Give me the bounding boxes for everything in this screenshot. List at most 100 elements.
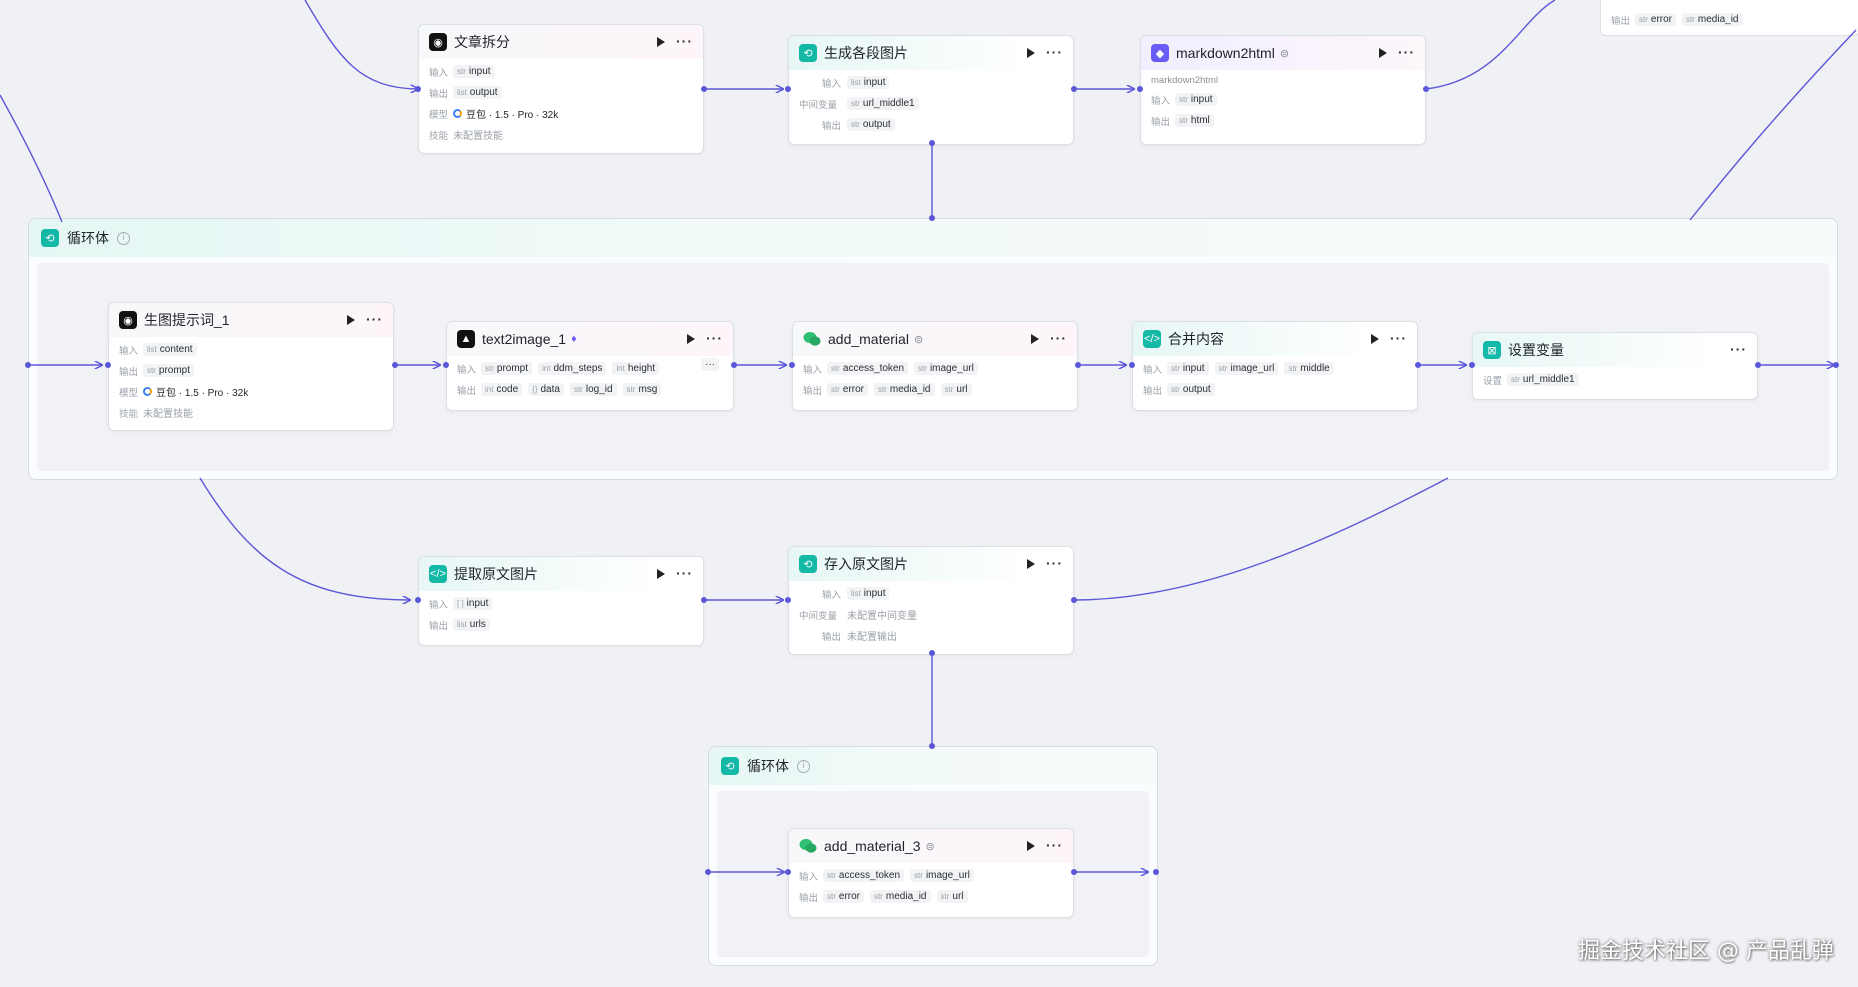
node-port[interactable] <box>785 86 791 92</box>
output-label: 输出 <box>821 120 841 132</box>
node-port[interactable] <box>415 597 421 603</box>
more-icon[interactable]: ··· <box>706 330 723 347</box>
plugin-badge-icon: ⊜ <box>925 840 935 853</box>
run-icon[interactable] <box>1379 48 1387 58</box>
model-label: 模型 <box>119 387 139 399</box>
wechat-icon <box>803 330 821 348</box>
node-port[interactable] <box>1833 362 1839 368</box>
set-label: 设置 <box>1483 375 1503 387</box>
node-port[interactable] <box>789 362 795 368</box>
node-port[interactable] <box>1423 86 1429 92</box>
more-icon[interactable]: ··· <box>1398 44 1415 61</box>
output-label: 输出 <box>1143 385 1163 397</box>
more-icon[interactable]: ··· <box>1046 555 1063 572</box>
node-port[interactable] <box>701 597 707 603</box>
more-icon[interactable]: ··· <box>1390 330 1407 347</box>
more-icon[interactable]: ··· <box>1050 330 1067 347</box>
node-port[interactable] <box>1755 362 1761 368</box>
output-label: 输出 <box>799 892 819 904</box>
loop-header[interactable]: ⟲ 循环体 i <box>709 747 1157 785</box>
run-icon[interactable] <box>1031 334 1039 344</box>
node-port[interactable] <box>105 362 111 368</box>
more-icon[interactable]: ··· <box>676 33 693 50</box>
node-port[interactable] <box>1415 362 1421 368</box>
output-label: 输出 <box>803 385 823 397</box>
node-port[interactable] <box>25 362 31 368</box>
node-port[interactable] <box>1153 869 1159 875</box>
model-label: 模型 <box>429 109 449 121</box>
skill-label: 技能 <box>119 408 139 420</box>
llm-icon: ◉ <box>119 311 137 329</box>
more-icon[interactable]: ··· <box>1046 44 1063 61</box>
run-icon[interactable] <box>657 569 665 579</box>
node-port[interactable] <box>929 215 935 221</box>
run-icon[interactable] <box>1027 559 1035 569</box>
info-icon[interactable]: i <box>797 759 810 773</box>
node-port[interactable] <box>1469 362 1475 368</box>
node-port[interactable] <box>785 869 791 875</box>
node-port[interactable] <box>1071 86 1077 92</box>
node-port[interactable] <box>705 869 711 875</box>
node-port[interactable] <box>929 743 935 749</box>
node-port[interactable] <box>785 597 791 603</box>
plugin-icon: ◆ <box>1151 44 1169 62</box>
more-icon[interactable]: ··· <box>366 311 383 328</box>
node-port[interactable] <box>1075 362 1081 368</box>
output-label: 输出 <box>1151 116 1171 128</box>
loop-header[interactable]: ⟲ 循环体 i <box>29 219 1837 257</box>
more-icon[interactable]: ··· <box>676 565 693 582</box>
run-icon[interactable] <box>1027 48 1035 58</box>
run-icon[interactable] <box>1027 841 1035 851</box>
node-port[interactable] <box>929 140 935 146</box>
verified-badge-icon: ♦ <box>571 333 577 345</box>
node-port[interactable] <box>392 362 398 368</box>
mid-var-label: 中间变量 <box>799 610 838 622</box>
more-icon[interactable]: ··· <box>1730 341 1747 358</box>
loop-title: 循环体 <box>747 758 789 774</box>
node-port[interactable] <box>1137 86 1143 92</box>
info-icon[interactable]: i <box>117 231 130 245</box>
node-port[interactable] <box>443 362 449 368</box>
node-markdown2html[interactable]: ◆ markdown2html ⊜ ··· markdown2html 输入 s… <box>1140 35 1426 145</box>
node-port[interactable] <box>701 86 707 92</box>
run-icon[interactable] <box>687 334 695 344</box>
mid-var-label: 中间变量 <box>799 99 838 111</box>
run-icon[interactable] <box>657 37 665 47</box>
more-icon[interactable]: ··· <box>1046 837 1063 854</box>
output-empty: 未配置输出 <box>847 632 897 643</box>
overflow-chip[interactable]: ··· <box>701 358 719 371</box>
run-icon[interactable] <box>347 315 355 325</box>
node-port[interactable] <box>1071 869 1077 875</box>
node-port[interactable] <box>731 362 737 368</box>
model-name: 豆包 · 1.5 · Pro · 32k <box>156 388 249 399</box>
node-port[interactable] <box>1129 362 1135 368</box>
node-port[interactable] <box>1071 597 1077 603</box>
node-port[interactable] <box>415 86 421 92</box>
run-icon[interactable] <box>1371 334 1379 344</box>
node-port[interactable] <box>929 650 935 656</box>
watermark: 掘金技术社区 @ 产品乱弹 <box>1578 939 1834 964</box>
